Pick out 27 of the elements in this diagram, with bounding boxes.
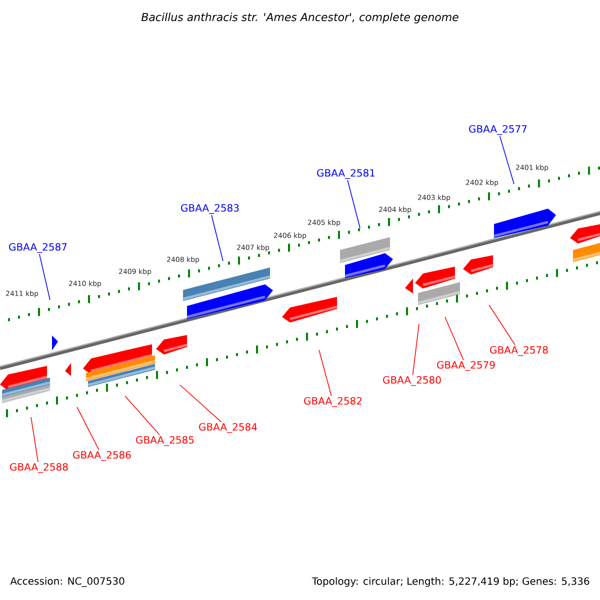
leader-line [318,350,332,396]
gene-label: GBAA_2585 [136,436,194,446]
gene-label: GBAA_2577 [469,125,527,135]
footer-text: Accession: NC_007530 [10,577,124,587]
leader-line [499,136,514,184]
gene-label: GBAA_2580 [383,376,441,386]
leader-line [444,316,464,360]
leader-line [211,214,224,262]
gene-label: GBAA_2578 [490,346,548,356]
gene-label: GBAA_2582 [304,397,362,407]
leader-line [39,254,50,300]
leader-line [124,396,160,436]
leader-line [180,384,222,422]
leader-line [347,180,360,228]
gene-label: GBAA_2583 [181,204,239,214]
gene-label: GBAA_2584 [199,423,257,433]
leader-line [76,406,100,450]
leader-line [488,304,516,346]
leader-line [30,416,38,462]
gene-label: GBAA_2579 [437,361,495,371]
footer-text: Topology: circular; Length: 5,227,419 bp; Genes: 5,336 [312,577,590,587]
title: Bacillus anthracis str. 'Ames Ancestor', complete genome [141,12,458,24]
gene-label: GBAA_2586 [73,451,131,461]
gene-label: GBAA_2588 [10,463,68,473]
leader-line [412,324,420,376]
gene-label: GBAA_2581 [317,169,375,179]
gene-label: GBAA_2587 [9,243,67,253]
